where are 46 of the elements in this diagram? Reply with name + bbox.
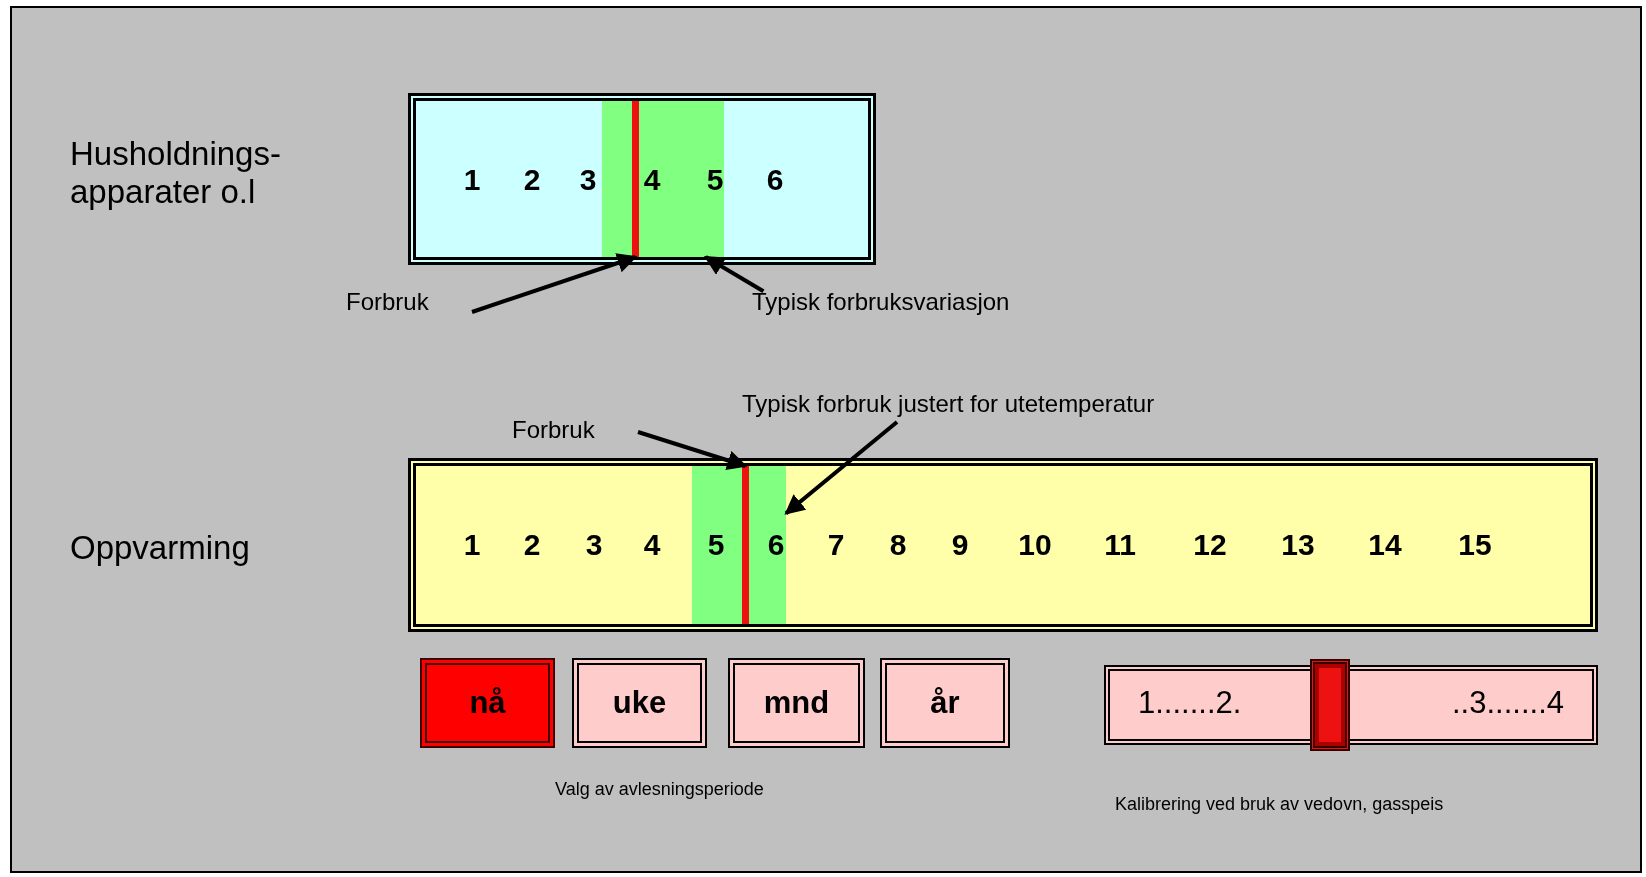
- row-heading: Oppvarming: [70, 529, 251, 567]
- scale-number: 4: [643, 528, 661, 562]
- callout-text: Typisk forbruk justert for utetemperatur: [742, 390, 1155, 418]
- arrow: [471, 253, 638, 314]
- scale-number: 6: [767, 528, 785, 562]
- consumption-marker: [742, 466, 749, 624]
- scale-number: 2: [523, 528, 541, 562]
- callout-text: Forbruk: [512, 416, 595, 444]
- consumption-marker: [632, 101, 639, 257]
- scale-number: 2: [523, 163, 541, 197]
- scale-text: ..3.......4: [1452, 685, 1564, 721]
- row-heading: Husholdnings-apparater o.l: [70, 135, 282, 211]
- period-button: år: [880, 658, 1010, 748]
- variation-band: [692, 466, 786, 624]
- period-button: mnd: [728, 658, 865, 748]
- scale-number: 9: [951, 528, 969, 562]
- period-button: uke: [572, 658, 707, 748]
- arrow: [637, 430, 748, 471]
- callout-text: Forbruk: [346, 288, 429, 316]
- scale-number: 4: [643, 163, 661, 197]
- scale-number: 5: [706, 163, 724, 197]
- scale-number: 7: [827, 528, 845, 562]
- period-button: nå: [420, 658, 555, 748]
- scale-text: 1.......2.: [1138, 685, 1242, 721]
- scale-number: 1: [463, 163, 481, 197]
- scale-number: 11: [1104, 528, 1136, 562]
- scale-number: 14: [1368, 528, 1402, 562]
- scale-number: 10: [1018, 528, 1052, 562]
- scale-number: 5: [707, 528, 725, 562]
- scale-number: 1: [463, 528, 481, 562]
- scale-number: 8: [889, 528, 907, 562]
- scale-number: 3: [585, 528, 603, 562]
- variation-band: [602, 101, 724, 257]
- gauge-bar: [408, 93, 876, 265]
- scale-number: 13: [1281, 528, 1315, 562]
- arrow: [704, 255, 765, 293]
- scale-number: 15: [1458, 528, 1492, 562]
- arrow: [784, 420, 899, 515]
- callout-text: Typisk forbruksvariasjon: [752, 288, 1010, 316]
- gauge-bar: [408, 458, 1598, 632]
- caption-text: Valg av avlesningsperiode: [555, 779, 765, 800]
- slider-thumb: [1310, 659, 1350, 751]
- scale-number: 3: [579, 163, 597, 197]
- caption-text: Kalibrering ved bruk av vedovn, gasspeis: [1115, 794, 1445, 815]
- scale-number: 6: [766, 163, 784, 197]
- scale-number: 12: [1193, 528, 1227, 562]
